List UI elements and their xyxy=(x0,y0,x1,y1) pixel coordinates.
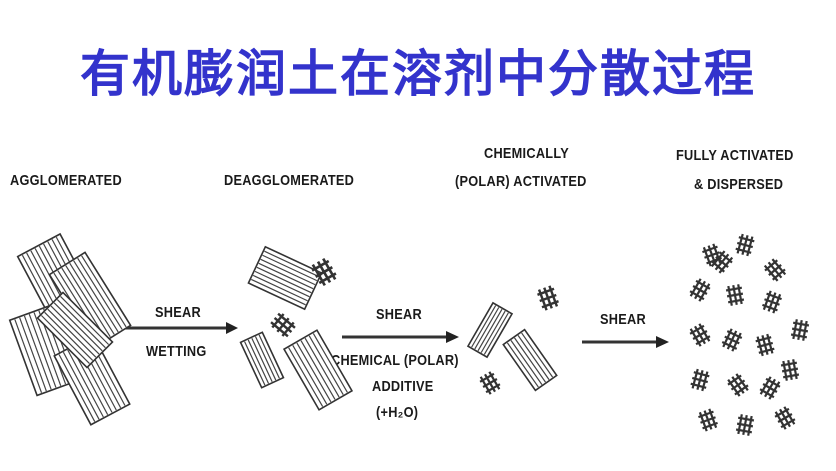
label-fully-activated: FULLY ACTIVATED xyxy=(676,147,794,164)
dispersed-platelet xyxy=(763,258,787,282)
dispersed-platelet xyxy=(698,408,718,432)
dispersed-platelet xyxy=(689,323,711,347)
label-chemically: CHEMICALLY xyxy=(484,145,569,162)
dispersed-platelet xyxy=(762,290,782,314)
page-title: 有机膨润土在溶剂中分散过程 xyxy=(80,44,756,103)
arrow1-wetting-label: WETTING xyxy=(146,343,207,360)
dispersed-platelet xyxy=(780,359,800,381)
dispersed-platelet xyxy=(721,328,743,352)
arrow2-water-label: (+H₂O) xyxy=(376,404,419,421)
agglomerated-stack xyxy=(36,291,114,369)
deagglomerated-stack xyxy=(247,245,323,311)
dispersed-platelet xyxy=(735,414,755,436)
arrow2-additive-label: ADDITIVE xyxy=(372,378,434,395)
arrow3-shear-label: SHEAR xyxy=(600,311,646,328)
label-agglomerated: AGGLOMERATED xyxy=(10,172,122,189)
dispersed-platelet xyxy=(725,284,745,306)
arrow-3 xyxy=(582,336,669,348)
agglomerated-stack xyxy=(48,251,132,349)
dispersed-platelet xyxy=(755,333,775,357)
arrow-2 xyxy=(342,331,459,343)
dispersed-platelet xyxy=(774,406,796,430)
label-dispersed: & DISPERSED xyxy=(694,176,784,193)
activated-stack xyxy=(466,301,514,359)
dispersed-platelet xyxy=(727,373,749,397)
dispersed-platelet xyxy=(702,243,722,267)
activated-stack xyxy=(502,328,558,392)
activated-platelet xyxy=(537,285,559,311)
deagglomerated-stack xyxy=(282,329,354,411)
dispersed-platelet xyxy=(689,278,711,302)
arrow2-chemical-label: CHEMICAL (POLAR) xyxy=(331,352,459,369)
arrow1-shear-label: SHEAR xyxy=(155,304,201,321)
label-polar-activated: (POLAR) ACTIVATED xyxy=(455,173,587,190)
dispersed-platelet xyxy=(735,233,755,257)
arrow-1 xyxy=(125,322,238,334)
deagglomerated-platelet xyxy=(270,312,296,338)
activated-platelet xyxy=(479,371,501,395)
dispersed-platelet xyxy=(790,319,810,341)
dispersed-platelet xyxy=(759,376,781,400)
arrow2-shear-label: SHEAR xyxy=(376,306,422,323)
label-deagglomerated: DEAGGLOMERATED xyxy=(224,172,355,189)
dispersed-platelet xyxy=(690,368,710,392)
deagglomerated-platelet xyxy=(311,257,337,287)
dispersed-platelet xyxy=(710,250,734,274)
deagglomerated-stack xyxy=(239,331,285,389)
